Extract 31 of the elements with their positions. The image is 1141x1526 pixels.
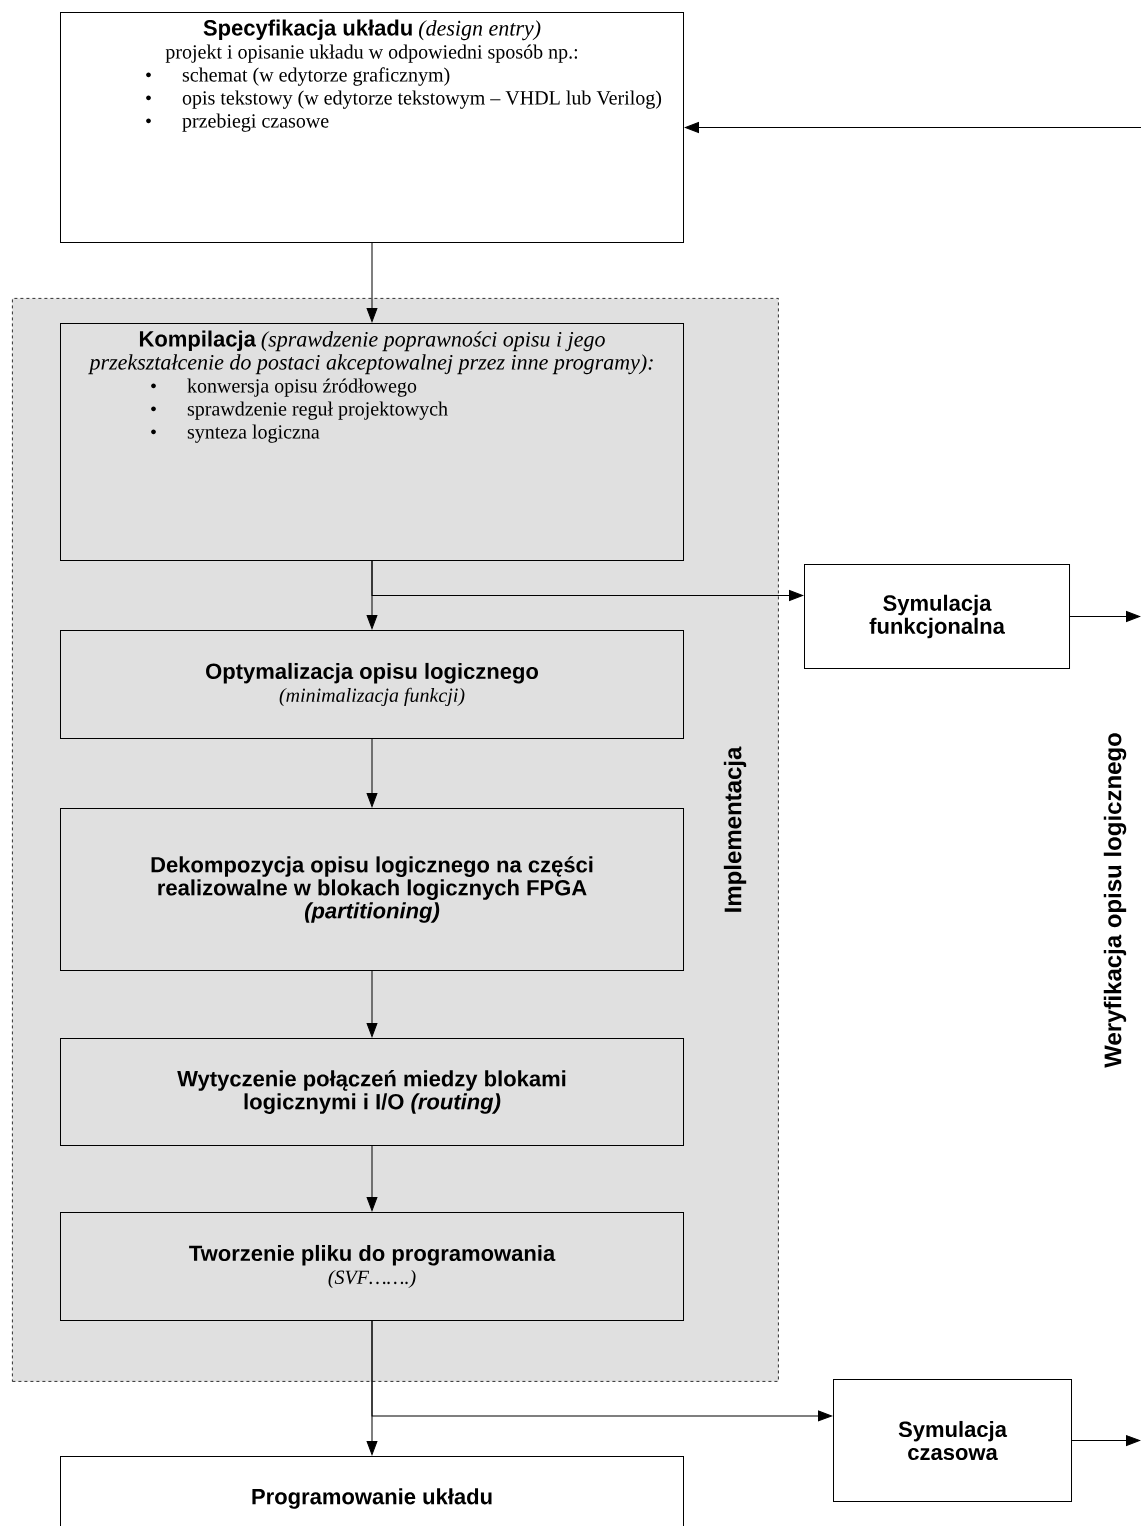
arrow [684,122,1141,133]
process-box: Symulacja funkcjonalna [804,564,1070,669]
list-item: synteza logiczna [187,424,320,443]
list-item: sprawdzenie reguł projektowych [187,401,448,420]
bullet: • [146,72,151,78]
process-box: Kompilacja (sprawdzenie poprawności opisu i jego przekształcenie do postaci akceptowalnej przez inne programy): • konwersja opisu źródłowego • sprawdzenie reguł projektowych • synteza logiczna [60,323,684,561]
arrow [366,242,378,323]
process-box: Dekompozycja opisu logicznego na części realizowalne w blokach logicznych FPGA (partitioning) [60,808,684,971]
arrow [1071,1435,1141,1446]
bullet: • [146,95,151,101]
process-box: Specyfikacja układu (design entry) projekt i opisanie układu w odpowiedni sposób np.: • schemat (w edytorze graficznym) • opis tekstowy (w edytorze tekstowym – VHDL lub Verilog) • przebiegi czasowe [60,12,684,243]
process-box: Symulacja czasowa [833,1379,1072,1502]
list-item: konwersja opisu źródłowego [187,378,417,397]
bullet: • [151,406,156,412]
side-label: Weryfikacja opisu logicznego [1103,733,1127,1068]
arrow [366,1145,378,1212]
arrow [366,970,378,1038]
process-box: Tworzenie pliku do programowania (SVF…….) [60,1212,684,1321]
bullet: • [146,118,151,124]
process-box: Wytyczenie połączeń miedzy blokami logicznymi i I/O (routing) [60,1038,684,1146]
list-item: przebiegi czasowe [182,113,329,132]
arrow [371,1320,833,1422]
list-item: opis tekstowy (w edytorze tekstowym – VHDL lub Verilog) [182,90,662,109]
bullet: • [151,383,156,389]
arrow [366,738,378,808]
process-box: Programowanie układu [60,1456,684,1526]
list-item: schemat (w edytorze graficznym) [182,67,450,86]
process-box: Optymalizacja opisu logicznego (minimalizacja funkcji) [60,630,684,739]
bullet: • [151,429,156,435]
arrow [1069,611,1141,622]
arrow [371,560,804,601]
